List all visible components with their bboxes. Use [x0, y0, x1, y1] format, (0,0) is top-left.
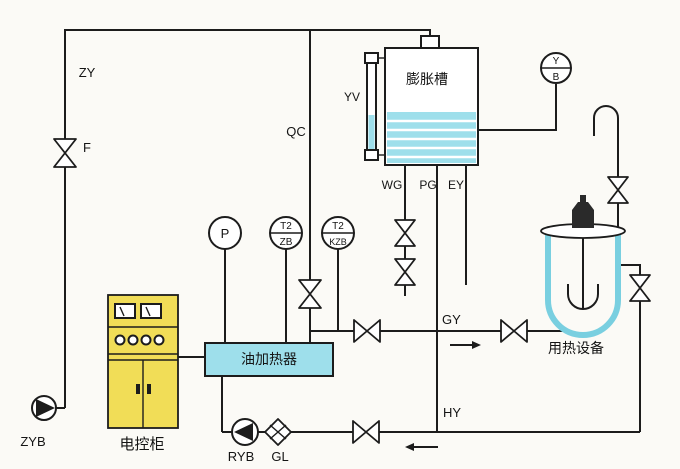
valve-hy-left	[352, 420, 367, 444]
valve-outlet-upper	[629, 274, 651, 289]
line-labels: ZY F QC WG PG EY GY HY	[79, 65, 464, 420]
gy-label: GY	[442, 312, 461, 327]
cabinet-meter-right	[140, 303, 162, 319]
ey-label: EY	[448, 178, 464, 192]
valve-qc	[298, 279, 322, 309]
level-sight-glass-yv: YV	[344, 52, 385, 161]
gl-label: GL	[271, 449, 288, 464]
valve-wg2-upper	[394, 258, 416, 273]
valve-gy2-right	[513, 319, 528, 343]
valve-wg1-lower	[394, 232, 416, 247]
zyb-label: ZYB	[20, 434, 45, 449]
flow-arrow-hy	[405, 443, 438, 451]
sight-glass-cap-bottom	[364, 149, 379, 161]
oil-heater-body	[204, 342, 334, 377]
valve-hy-right	[365, 420, 380, 444]
valve-gy1-left	[353, 319, 368, 343]
gauge-t2kzb: T2 KZB	[321, 216, 355, 250]
gauge-yb: Y B	[540, 52, 572, 84]
cabinet-lamp-1	[114, 334, 126, 346]
valve-f	[53, 138, 77, 168]
zy-label: ZY	[79, 65, 96, 80]
cabinet-handle-right	[147, 384, 151, 394]
sight-glass-liquid	[368, 115, 375, 149]
gl-filter-mesh	[269, 424, 287, 440]
pg-label: PG	[419, 178, 436, 192]
valve-hy	[352, 420, 380, 444]
hy-arrow-head	[405, 443, 414, 451]
valve-vent-upper	[607, 176, 629, 191]
cabinet-lamp-2	[127, 334, 139, 346]
cabinet-meter-needles	[119, 306, 151, 317]
yv-label: YV	[344, 90, 360, 104]
zyb-pump-impeller	[36, 399, 55, 417]
expansion-tank-fill-fitting	[420, 35, 440, 49]
cabinet-handle-left	[136, 384, 140, 394]
hy-label: HY	[443, 405, 461, 420]
vessel-shell	[545, 232, 621, 338]
pipe-vessel-outlet	[618, 264, 641, 432]
filter-gl: GL	[264, 418, 292, 464]
pipe-vent-hook	[593, 105, 619, 177]
wg-label: WG	[382, 178, 403, 192]
heat-equipment: 用热设备	[540, 195, 626, 356]
cabinet-meter-left	[114, 303, 136, 319]
valve-vent	[607, 176, 629, 204]
ryb-pump-impeller	[234, 423, 253, 441]
cabinet-label: 电控柜	[119, 436, 164, 453]
gauge-yb-top-text: Y	[553, 56, 560, 67]
heat-equipment-label: 用热设备	[548, 340, 604, 356]
valve-gy1-right	[366, 319, 381, 343]
flow-arrow-gy	[450, 341, 481, 349]
cabinet-lamp-3	[140, 334, 152, 346]
valve-wg-lower	[394, 258, 416, 286]
agitator-motor-cap	[580, 195, 586, 202]
gauge-p: P	[208, 216, 242, 250]
expansion-tank-liquid	[387, 112, 476, 163]
filling-pump-zyb: ZYB	[20, 395, 57, 449]
valve-vent-lower	[607, 189, 629, 204]
oil-heater-label: 油加热器	[241, 351, 297, 367]
gauge-t2zb-bottom-text: ZB	[280, 237, 293, 248]
agitator-motor	[572, 202, 594, 228]
gy-arrow-head	[472, 341, 481, 349]
valve-gy-2	[500, 319, 528, 343]
valve-f-upper	[53, 138, 77, 154]
qc-label: QC	[286, 124, 306, 139]
control-cabinet: 电控柜	[107, 294, 179, 453]
gauge-t2zb: T2 ZB	[269, 216, 303, 250]
pipe-level-gauge-signal	[478, 84, 557, 131]
gauge-t2kzb-bottom-text: KZB	[329, 237, 347, 247]
f-label: F	[83, 140, 91, 155]
cabinet-lamp-4	[153, 334, 165, 346]
expansion-tank-label: 膨胀槽	[406, 71, 448, 87]
valve-wg-upper	[394, 219, 416, 247]
gauge-p-balloon	[208, 216, 242, 250]
sight-glass-cap-top	[364, 52, 379, 64]
gauge-p-text: P	[221, 226, 230, 241]
expansion-tank-liquid-stripes	[387, 119, 476, 159]
valve-qc-lower	[298, 293, 322, 309]
agitator-anchor	[567, 284, 599, 310]
valve-outlet-lower	[629, 287, 651, 302]
ryb-label: RYB	[228, 449, 255, 464]
valve-wg2-lower	[394, 271, 416, 286]
valve-vessel-outlet	[629, 274, 651, 302]
pipe-zy-fill-line	[64, 29, 431, 408]
oil-heater: 油加热器	[204, 342, 334, 377]
valve-gy-1	[353, 319, 381, 343]
gauge-t2zb-top-text: T2	[280, 221, 292, 232]
valve-gy2-left	[500, 319, 515, 343]
valve-f-lower	[53, 152, 77, 168]
gauge-yb-bottom-text: B	[553, 72, 560, 83]
valve-qc-upper	[298, 279, 322, 295]
gauge-t2kzb-top-text: T2	[332, 221, 344, 232]
expansion-tank: 膨胀槽	[384, 35, 479, 166]
valve-wg1-upper	[394, 219, 416, 234]
circulation-pump-ryb: RYB	[228, 418, 259, 464]
